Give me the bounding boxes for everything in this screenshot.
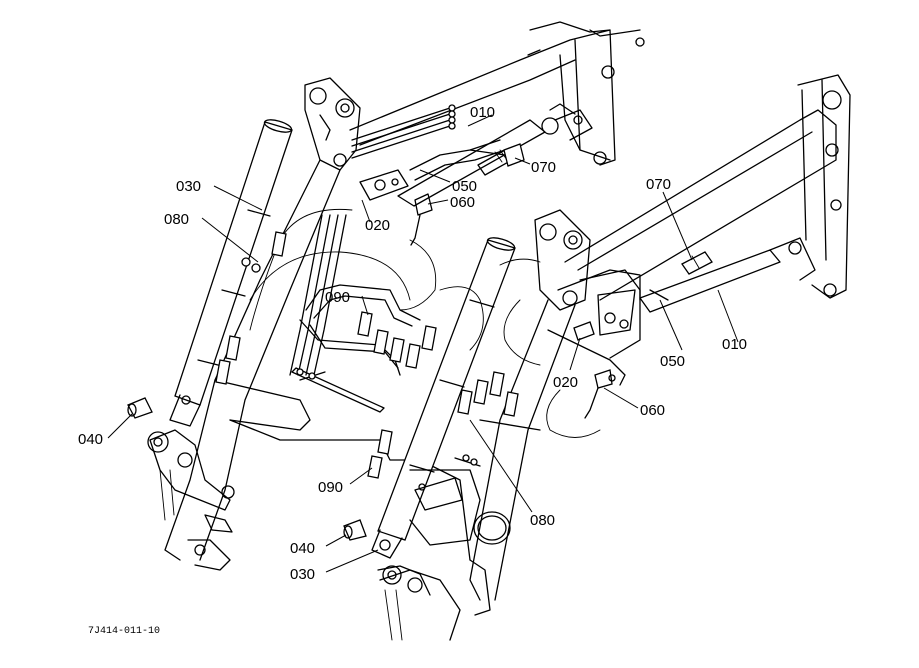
label-080-right: 080 <box>530 512 555 529</box>
label-050-top: 050 <box>452 178 477 195</box>
right-loader-arm <box>469 74 851 601</box>
upper-boom-frame <box>349 21 645 246</box>
label-080-left: 080 <box>164 211 189 228</box>
left-loader-arm <box>127 77 471 571</box>
label-050-right: 050 <box>660 353 685 370</box>
label-020-top: 020 <box>365 217 390 234</box>
leader-lines <box>107 114 739 573</box>
label-090-lower: 090 <box>318 479 343 496</box>
label-020-right: 020 <box>553 374 578 391</box>
part-labels: 010 070 050 060 020 030 080 090 040 090 … <box>78 104 747 583</box>
label-040-left: 040 <box>78 431 103 448</box>
label-090-upper: 090 <box>325 289 350 306</box>
label-040-lower: 040 <box>290 540 315 557</box>
center-loader-arm <box>343 237 516 641</box>
label-060-top: 060 <box>450 194 475 211</box>
diagram-code: 7J414-011-10 <box>88 626 160 637</box>
label-010-right: 010 <box>722 336 747 353</box>
label-070-right: 070 <box>646 176 671 193</box>
label-060-right: 060 <box>640 402 665 419</box>
label-070-top: 070 <box>531 159 556 176</box>
hydraulic-hoses <box>215 143 781 479</box>
label-030-lower: 030 <box>290 566 315 583</box>
label-030-left: 030 <box>176 178 201 195</box>
label-010-top: 010 <box>470 104 495 121</box>
